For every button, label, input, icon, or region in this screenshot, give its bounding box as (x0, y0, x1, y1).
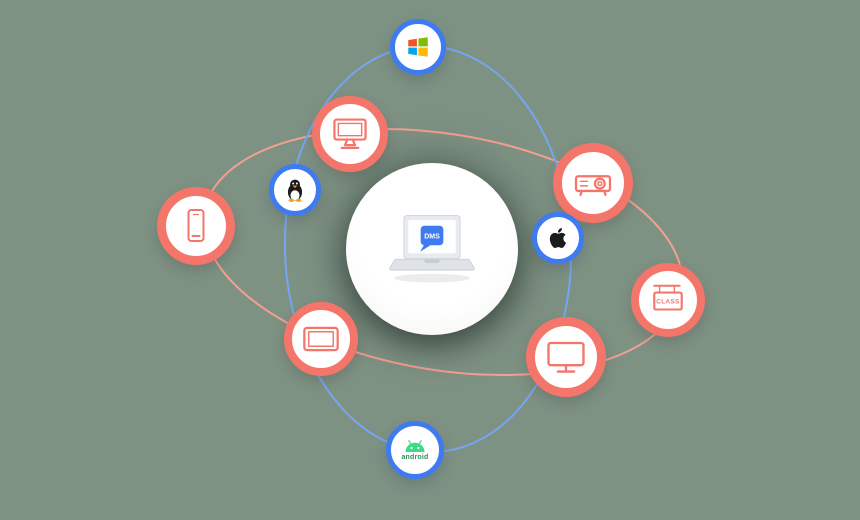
apple-logo-icon (549, 228, 567, 249)
tablet-icon (303, 326, 339, 352)
node-android: android (386, 421, 444, 479)
node-tablet (284, 302, 358, 376)
center-laptop-hub: DMS (346, 163, 518, 335)
linux-tux-icon (287, 179, 303, 203)
desktop-monitor-icon (333, 118, 367, 149)
node-apple (532, 212, 584, 264)
node-tv (526, 317, 606, 397)
android-robot-icon (405, 440, 425, 452)
android-label: android (401, 454, 429, 461)
node-class-sign: CLASS (631, 263, 705, 337)
laptop-icon: DMS (389, 214, 475, 283)
node-linux (269, 164, 321, 216)
dms-badge-label: DMS (424, 234, 440, 241)
node-projector (553, 143, 633, 223)
class-sign-label: CLASS (656, 299, 680, 306)
node-windows (390, 19, 446, 75)
node-phone (157, 187, 235, 265)
smartphone-icon (187, 209, 205, 242)
node-monitor (312, 96, 388, 172)
dms-app-badge (420, 225, 444, 246)
windows-logo-icon (408, 37, 428, 57)
tv-display-icon (547, 341, 585, 373)
hanging-sign-icon: CLASS (653, 284, 683, 311)
projector-icon (574, 175, 612, 197)
